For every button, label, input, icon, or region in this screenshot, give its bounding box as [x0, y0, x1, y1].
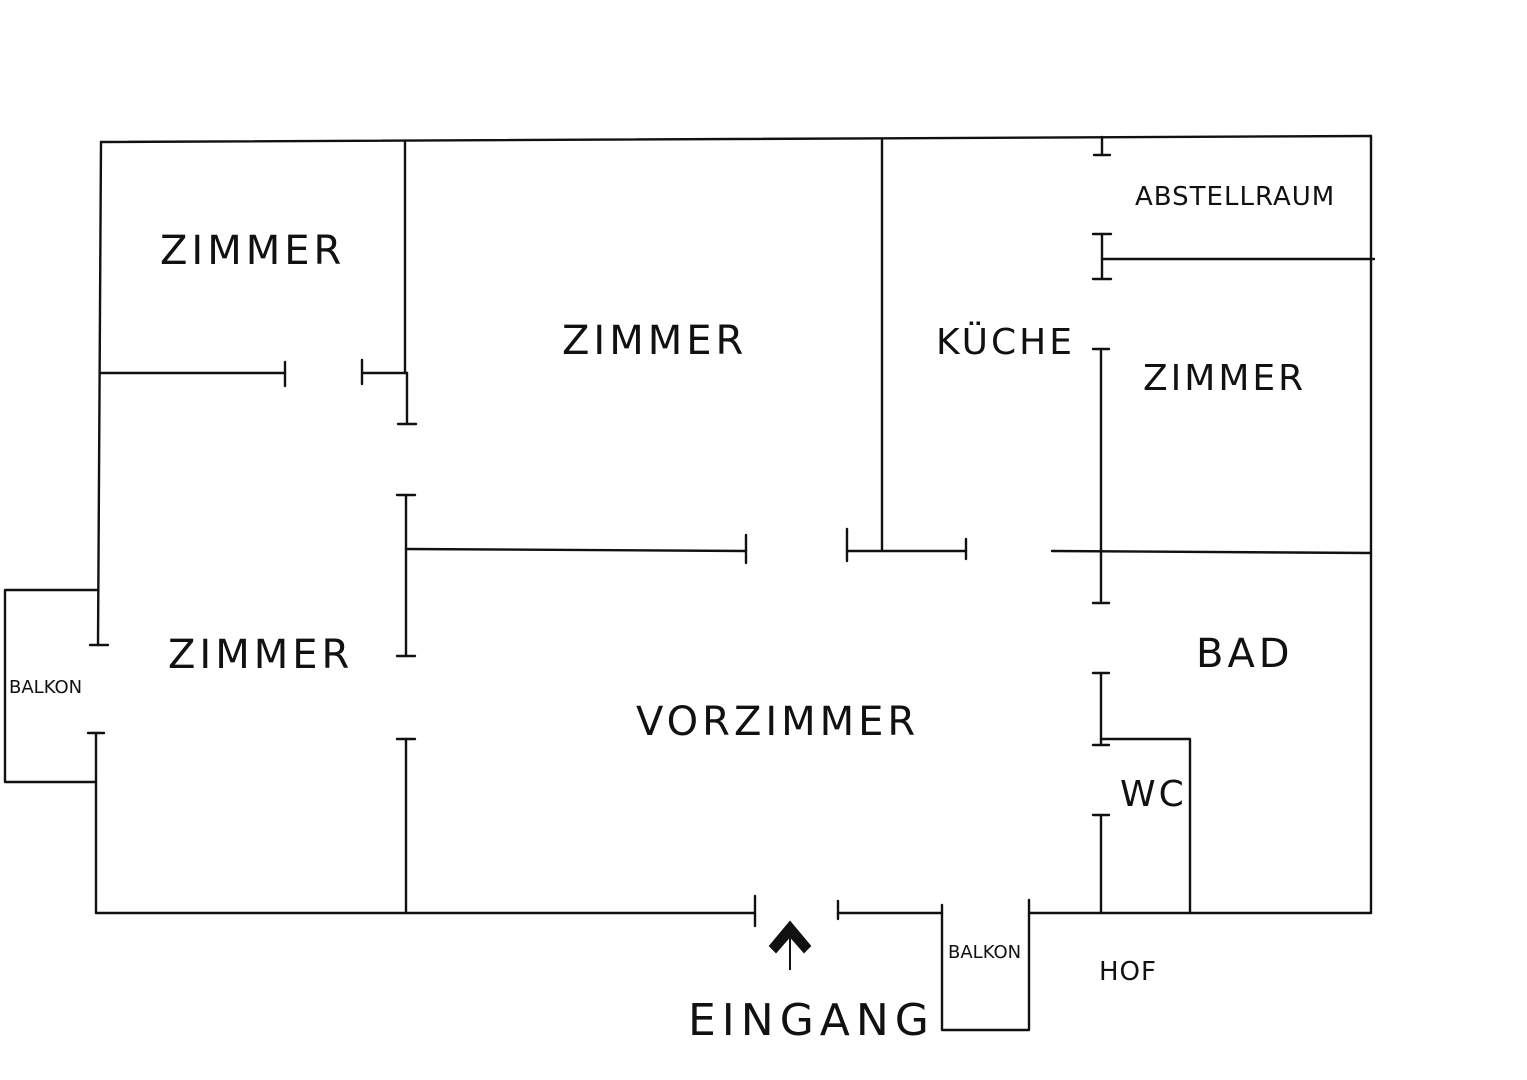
label-zimmer-right: ZIMMER: [1143, 358, 1306, 399]
wall-kitchen-bottom-right: [1050, 549, 1373, 555]
wall-center-bottom-a: [404, 547, 748, 553]
label-zimmer-center: ZIMMER: [562, 318, 747, 364]
label-zimmer-left: ZIMMER: [168, 632, 353, 678]
door-ticks: [86, 153, 1113, 928]
interior-walls: [99, 135, 1376, 915]
outer-walls: [94, 134, 1373, 915]
balkon-bottom-outline: [940, 898, 1031, 1032]
wall-wc: [1099, 737, 1192, 915]
label-kueche: KÜCHE: [936, 321, 1075, 363]
label-balkon-left: BALKON: [9, 677, 82, 698]
label-balkon-bottom: BALKON: [948, 942, 1021, 963]
label-abstellraum: ABSTELLRAUM: [1135, 182, 1335, 212]
label-wc: WC: [1120, 774, 1187, 815]
label-hof: HOF: [1099, 957, 1157, 987]
label-zimmer-top-left: ZIMMER: [160, 228, 345, 274]
up-arrow-icon: [768, 920, 812, 970]
wall-top: [99, 134, 1373, 144]
label-eingang: EINGANG: [688, 995, 935, 1046]
wall-left-upper: [96, 140, 103, 647]
balkon-left-outline: [3, 588, 100, 784]
label-vorzimmer: VORZIMMER: [636, 699, 919, 745]
label-bad: BAD: [1196, 631, 1294, 677]
